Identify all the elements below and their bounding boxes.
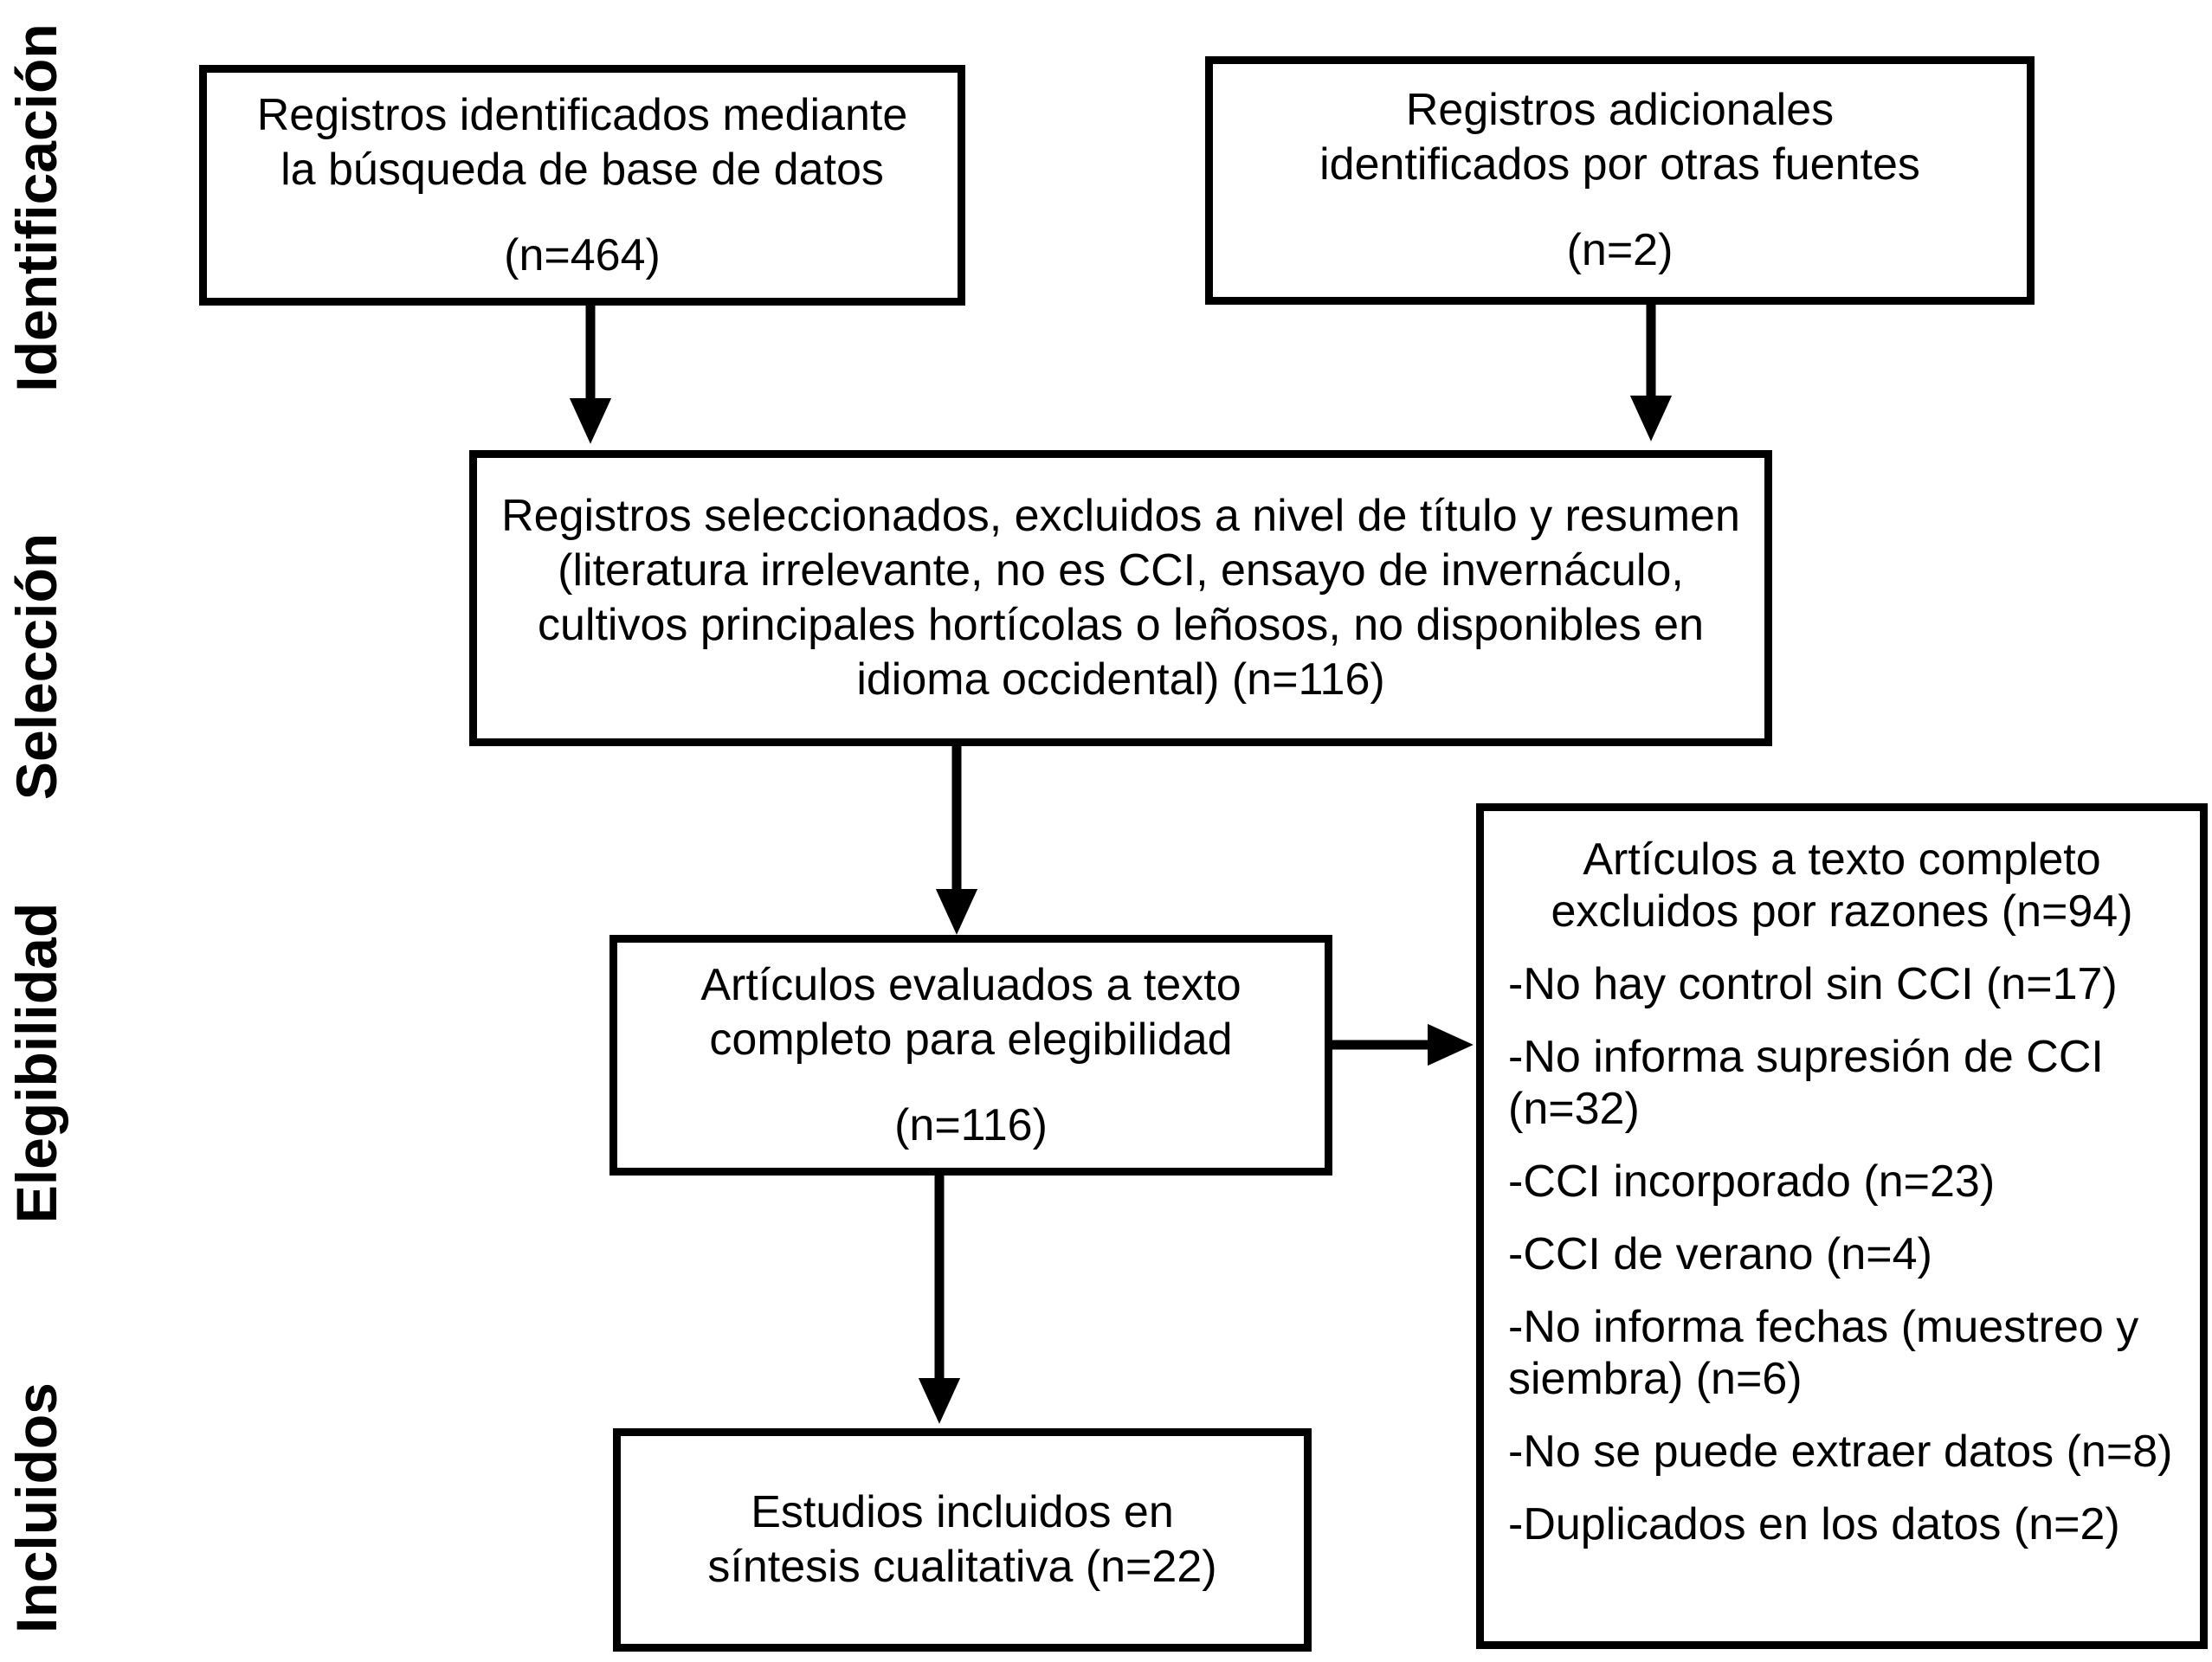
excluded-reason-item: -No informa supresión de CCI (n=32) — [1508, 1032, 2104, 1134]
box-records-other-sources: Registros adicionales identificados por … — [1205, 56, 2035, 305]
box-text-line: síntesis cualitativa (n=22) — [707, 1542, 1217, 1592]
excluded-reason-item: -No hay control sin CCI (n=17) — [1508, 959, 2118, 1009]
box-fulltext-assessed: Artículos evaluados a texto completo par… — [609, 935, 1332, 1176]
stage-label-screening: Selección — [4, 532, 68, 801]
stage-label-eligibility: Elegibilidad — [4, 902, 68, 1224]
box-records-screened-excluded: Registros seleccionados, excluidos a niv… — [469, 450, 1772, 746]
box-records-identified-database: Registros identificados mediante la búsq… — [199, 65, 965, 306]
box-studies-included: Estudios incluidos en síntesis cualitati… — [613, 1428, 1312, 1652]
excluded-reason-item: -No se puede extraer datos (n=8) — [1508, 1427, 2173, 1477]
arrow-othersources-to-screened-icon — [1629, 305, 1673, 441]
arrow-screened-to-fulltext-icon — [935, 746, 978, 935]
box-text-line: Registros adicionales — [1405, 85, 1835, 135]
box-text-line: Estudios incluidos en — [751, 1487, 1174, 1537]
box-count: (n=116) — [894, 1099, 1048, 1150]
box-count: (n=464) — [504, 229, 661, 280]
box-fulltext-excluded-reasons: Artículos a texto completo excluidos por… — [1476, 803, 2208, 1649]
excluded-reason-item: -CCI incorporado (n=23) — [1508, 1156, 1996, 1207]
arrow-fulltext-to-included-icon — [918, 1176, 961, 1424]
excluded-reason-item: -No informa fechas (muestreo y siembra) … — [1508, 1302, 2139, 1404]
arrow-fulltext-to-excluded-icon — [1332, 1023, 1474, 1066]
box-count: (n=2) — [1566, 225, 1674, 275]
box-text-line: Artículos evaluados a texto — [700, 959, 1241, 1010]
box-text: Registros seleccionados, excluidos a niv… — [501, 491, 1740, 705]
excluded-box-title: Artículos a texto completo excluidos por… — [1551, 834, 2133, 937]
stage-label-included: Incluidos — [4, 1382, 68, 1633]
box-text-line: completo para elegibilidad — [709, 1014, 1233, 1065]
arrow-database-to-screened-icon — [569, 306, 612, 444]
box-text-line: identificados por otras fuentes — [1319, 139, 1920, 190]
box-text-line: Registros identificados mediante — [256, 89, 908, 140]
excluded-reason-item: -CCI de verano (n=4) — [1508, 1229, 1932, 1279]
stage-label-identification: Identificación — [4, 23, 68, 392]
box-text-line: la búsqueda de base de datos — [281, 144, 884, 195]
excluded-reason-item: -Duplicados en los datos (n=2) — [1508, 1499, 2120, 1549]
